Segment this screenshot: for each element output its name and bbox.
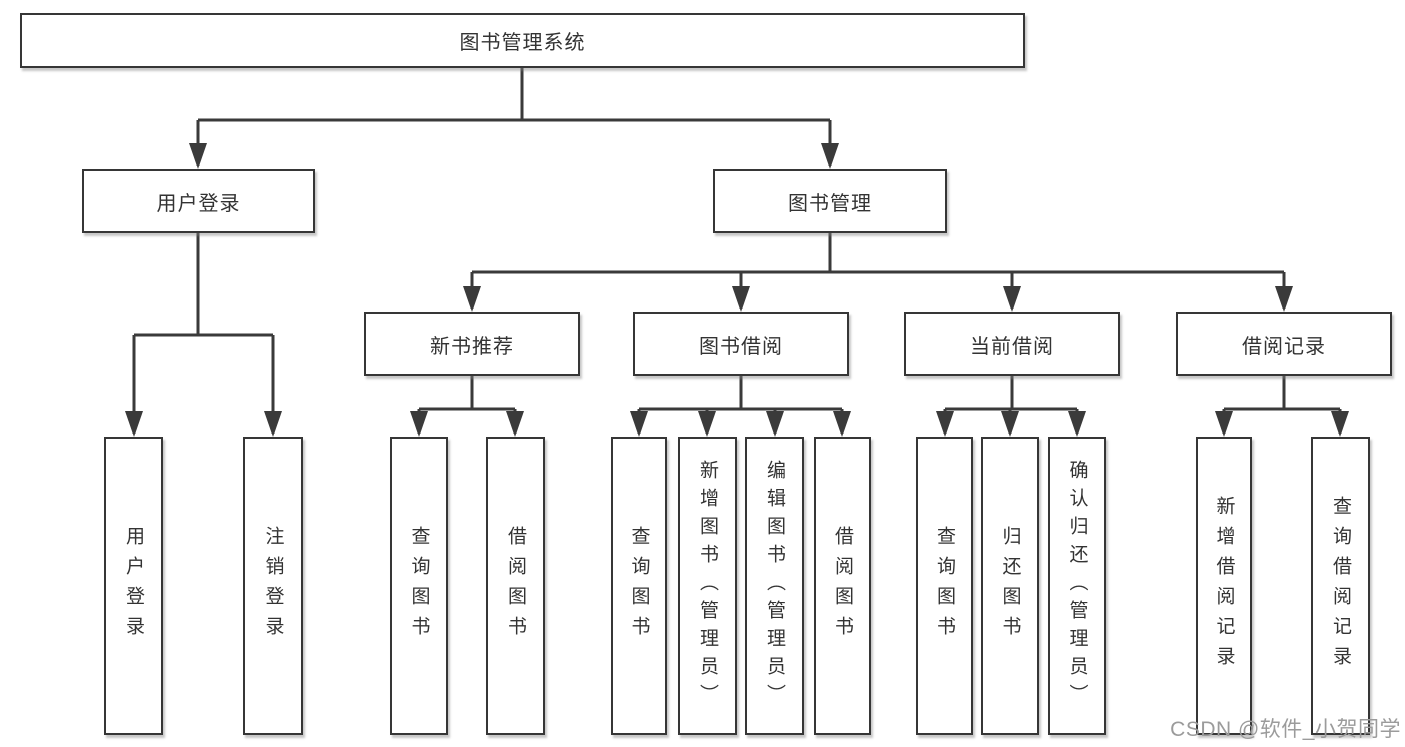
node-book-borrow: 图书借阅 [633,312,849,376]
leaf-label: 归还图书 [999,526,1021,646]
leaf-logout: 注销登录 [243,437,303,735]
leaf-label: 编辑图书（管理员） [764,460,785,712]
leaf-label: 查询图书 [408,526,430,646]
leaf-label: 借阅图书 [832,526,853,646]
node-current-borrow: 当前借阅 [904,312,1120,376]
leaf-label: 新增借阅记录 [1213,496,1235,676]
leaf-label: 用户登录 [123,526,144,646]
node-label: 当前借阅 [970,335,1054,358]
node-root-system: 图书管理系统 [20,13,1025,68]
leaf-query-books: 查询图书 [390,437,448,735]
leaf-borrow-books: 借阅图书 [814,437,871,735]
leaf-label: 查询图书 [934,526,955,646]
leaf-query-books: 查询图书 [611,437,667,735]
node-label: 图书管理系统 [459,32,586,54]
leaf-add-borrow-record: 新增借阅记录 [1196,437,1252,735]
arrowheads [125,143,1349,437]
leaf-user-login: 用户登录 [104,437,163,735]
node-label: 借阅记录 [1242,335,1326,358]
leaf-edit-books-admin: 编辑图书（管理员） [745,437,804,735]
leaf-query-books: 查询图书 [916,437,973,735]
csdn-watermark: CSDN @软件_小贺同学 [1170,718,1401,741]
leaf-label: 查询借阅记录 [1330,496,1351,676]
node-label: 新书推荐 [430,335,514,358]
node-user-login: 用户登录 [82,169,315,233]
node-borrow-records: 借阅记录 [1176,312,1392,376]
leaf-label: 确认归还（管理员） [1066,460,1088,712]
leaf-label: 借阅图书 [505,526,526,646]
leaf-label: 新增图书（管理员） [697,460,718,712]
leaf-query-borrow-record: 查询借阅记录 [1311,437,1370,735]
leaf-add-books-admin: 新增图书（管理员） [678,437,737,735]
connector-segments [132,68,1342,434]
leaf-label: 注销登录 [262,526,284,646]
node-label: 图书管理 [788,192,872,215]
leaf-label: 查询图书 [628,526,650,646]
node-new-book-recommend: 新书推荐 [364,312,580,376]
node-label: 图书借阅 [699,335,783,358]
leaf-confirm-return-admin: 确认归还（管理员） [1048,437,1106,735]
node-book-management: 图书管理 [713,169,947,233]
leaf-return-books: 归还图书 [981,437,1039,735]
leaf-borrow-books: 借阅图书 [486,437,545,735]
node-label: 用户登录 [156,192,241,215]
